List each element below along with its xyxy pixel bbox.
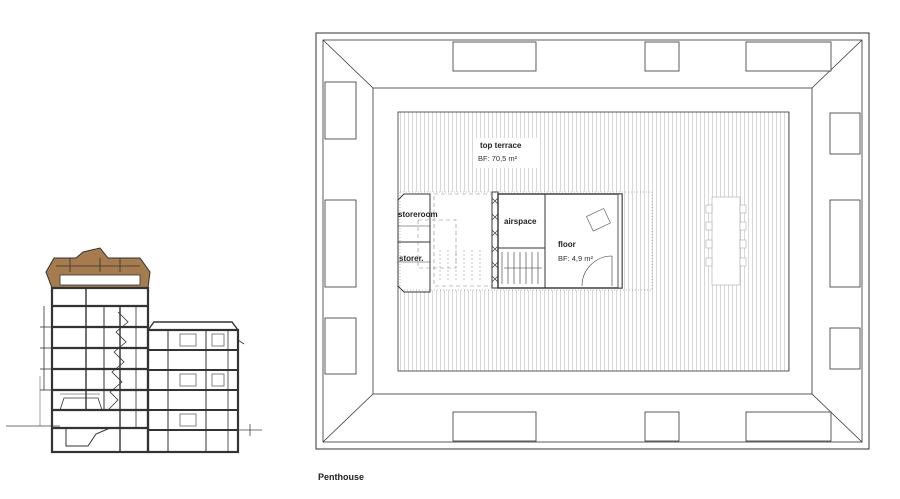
penthouse-core	[397, 191, 653, 293]
dormers	[324, 41, 861, 442]
annex-block	[146, 321, 245, 454]
storer-label: storer.	[399, 254, 424, 263]
roof-edge	[372, 87, 813, 395]
plan-caption: Penthouse	[318, 472, 365, 482]
floor-area: BF: 4,9 m²	[558, 254, 594, 263]
airspace-label: airspace	[504, 217, 537, 226]
storeroom-label: storeroom	[398, 210, 438, 219]
floor-label: floor	[558, 240, 576, 249]
outer-wall	[315, 32, 870, 450]
top-terrace-area: BF: 70,5 m²	[478, 154, 518, 163]
penthouse-roof-lines	[56, 258, 141, 286]
top-terrace-label: top terrace	[480, 141, 522, 150]
dining-table	[705, 196, 747, 286]
